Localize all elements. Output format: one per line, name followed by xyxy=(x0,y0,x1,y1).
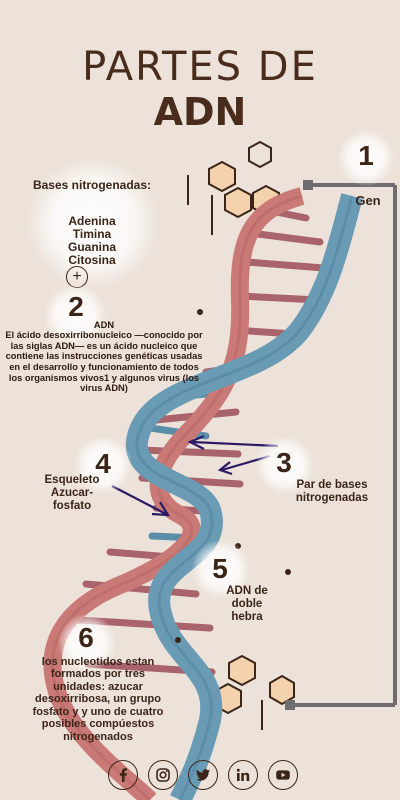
gen-label: Gen xyxy=(355,193,381,208)
molecule-hexagons-bottom xyxy=(214,654,295,715)
marker-2-glow xyxy=(44,284,106,346)
marker-6-glow xyxy=(58,614,116,672)
marker-5-number: 5 xyxy=(212,553,228,584)
bases-item-timina: Timina xyxy=(72,227,112,241)
adn-heading: ADN xyxy=(93,320,115,330)
marker-6-number: 6 xyxy=(78,622,94,653)
bases-glow xyxy=(28,158,158,288)
marker-1-number: 1 xyxy=(358,140,374,171)
marker-3-glow xyxy=(256,436,314,494)
gene-bracket xyxy=(285,180,397,710)
linkedin-icon[interactable] xyxy=(228,760,258,790)
page-title-line2: ADN xyxy=(153,90,247,134)
bases-item-citosina: Citosina xyxy=(68,253,116,267)
base-pair-label: Par de bases nitrogenadas xyxy=(295,479,369,505)
marker-4-number: 4 xyxy=(95,448,111,479)
marker-3-number: 3 xyxy=(276,447,292,478)
marker-1-glow xyxy=(338,130,394,186)
decorative-lines xyxy=(187,175,263,730)
youtube-icon[interactable] xyxy=(268,760,298,790)
bases-item-adenina: Adenina xyxy=(68,214,116,228)
bases-heading: Bases nitrogenadas: xyxy=(32,178,152,192)
double-strand-label: ADN de doble hebra xyxy=(226,585,268,624)
marker-5-glow xyxy=(192,540,250,598)
twitter-icon[interactable] xyxy=(188,760,218,790)
bases-item-guanina: Guanina xyxy=(67,240,116,254)
adn-description: El ácido desoxirribonucleico —conocido p… xyxy=(5,330,203,394)
backbone-label: Esqueleto Azucar-fosfato xyxy=(44,474,100,513)
nucleotides-description: los nucleotidos estan formados por tres … xyxy=(32,656,164,743)
marker-4-glow xyxy=(74,436,132,494)
instagram-icon[interactable] xyxy=(148,760,178,790)
page-title-line1: PARTES DE xyxy=(82,44,318,90)
facebook-icon[interactable] xyxy=(108,760,138,790)
marker-2-number: 2 xyxy=(68,291,84,322)
